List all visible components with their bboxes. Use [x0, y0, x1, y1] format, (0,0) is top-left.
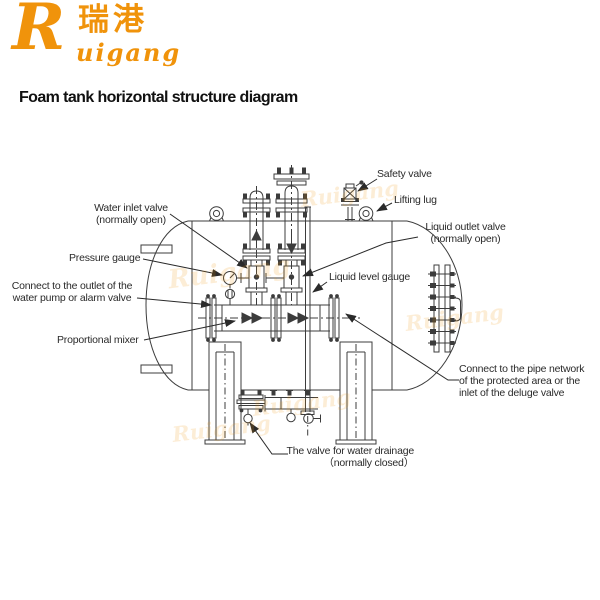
flow-arrow-down: [286, 243, 297, 255]
pressure-gauge: [223, 271, 249, 305]
leader-safety-valve: [357, 178, 378, 192]
drain-assembly: [236, 389, 321, 426]
label-connect-network: Connect to the pipe network of the prote…: [459, 363, 585, 399]
ruigang-logo: R 瑞港 uigang: [12, 0, 202, 84]
flow-arrow-right: [287, 312, 300, 324]
leader-level-gauge: [312, 281, 328, 293]
logo-initial: R: [12, 0, 66, 65]
label-liquid-outlet-valve: Liquid outlet valve (normally open): [425, 221, 506, 245]
leader-water-inlet: [169, 213, 248, 269]
label-water-inlet-valve: Water inlet valve (normally open): [94, 202, 168, 226]
support-leg-right: [335, 341, 377, 445]
leader-connect-network: [345, 313, 459, 381]
support-leg-left: [204, 341, 246, 445]
proportional-mixer-pipe: [198, 294, 360, 342]
leader-lifting-lug: [376, 202, 393, 212]
leader-drainage: [249, 422, 288, 455]
liquid-outlet-riser: [265, 165, 310, 305]
outlet-flange-connection: [428, 264, 461, 353]
logo-chinese: 瑞港: [78, 2, 148, 37]
flange-bolt-rows: [428, 271, 456, 346]
label-liquid-level-gauge: Liquid level gauge: [329, 271, 411, 283]
handle: [450, 297, 461, 322]
water-inlet-riser: [240, 186, 271, 305]
label-safety-valve: Safety valve: [377, 168, 432, 180]
label-proportional-mixer: Proportional mixer: [57, 334, 139, 346]
safety-valve: [341, 180, 364, 221]
leader-connect-outlet: [136, 297, 212, 309]
label-water-drainage-valve: The valve for water drainage （normally c…: [286, 445, 415, 469]
leader-pressure-gauge: [142, 258, 223, 277]
flow-arrow-right: [241, 312, 254, 324]
logo-name: uigang: [76, 38, 182, 67]
leader-liquid-outlet: [302, 236, 419, 277]
left-nozzle-lower: [140, 364, 173, 374]
label-connect-outlet: Connect to the outlet of the water pump …: [11, 280, 133, 304]
label-pressure-gauge: Pressure gauge: [69, 252, 141, 264]
left-nozzle-upper: [140, 244, 173, 254]
leader-lines: [136, 178, 459, 455]
lifting-lug-left: [209, 206, 224, 222]
water-drainage-valve: [243, 413, 253, 424]
lifting-lug-right: [358, 206, 374, 222]
page-title: Foam tank horizontal structure diagram: [19, 89, 298, 106]
label-lifting-lug: Lifting lug: [394, 194, 437, 206]
flow-arrow-up: [251, 229, 262, 241]
leader-proportional-mixer: [143, 319, 236, 341]
liquid-level-gauge-pipe: [300, 206, 315, 438]
